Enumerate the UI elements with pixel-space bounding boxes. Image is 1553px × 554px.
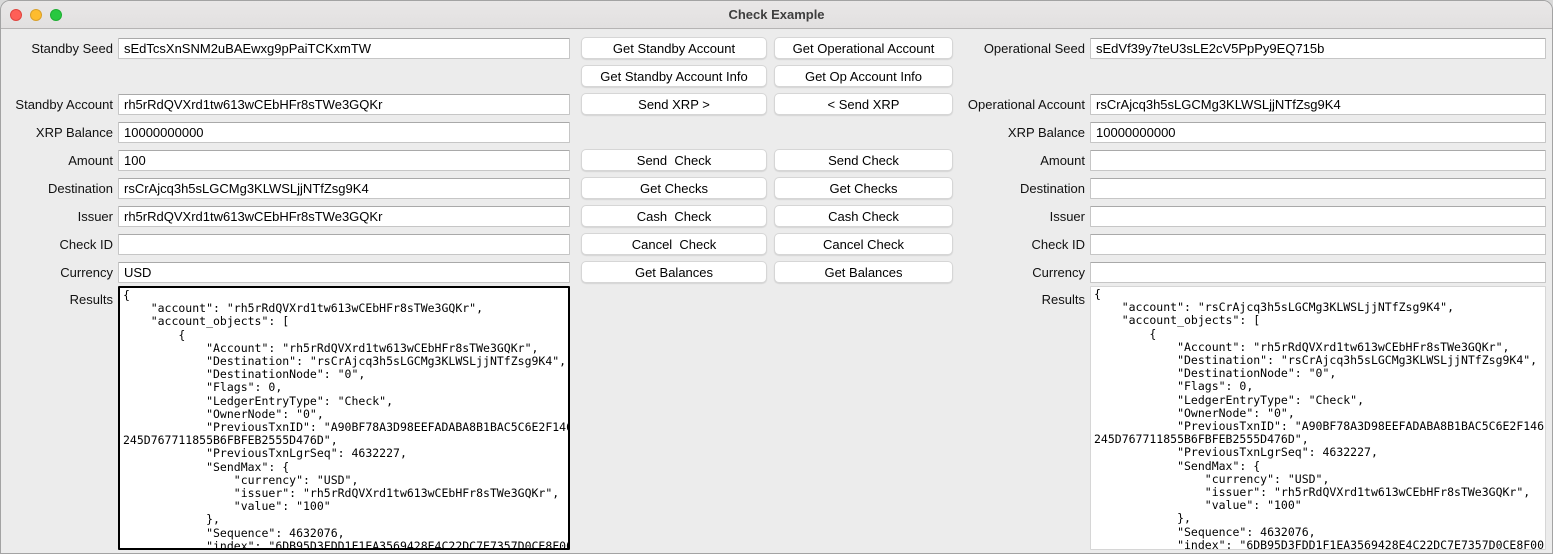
operational-cancel-check-button[interactable]: Cancel Check — [774, 233, 953, 255]
operational-results-label: Results — [1041, 292, 1085, 307]
operational-check-id-label: Check ID — [1031, 236, 1085, 252]
operational-get-balances-button[interactable]: Get Balances — [774, 261, 953, 283]
standby-amount-label: Amount — [68, 152, 113, 168]
operational-seed-label: Operational Seed — [983, 40, 1085, 56]
operational-amount-input[interactable] — [1090, 149, 1546, 171]
operational-xrp-balance-label: XRP Balance — [1007, 124, 1085, 140]
standby-results-textarea[interactable]: { "account": "rh5rRdQVXrd1tw613wCEbHFr8s… — [118, 286, 570, 550]
operational-currency-label: Currency — [1032, 264, 1085, 280]
window-title: Check Example — [728, 7, 825, 22]
get-standby-account-info-button[interactable]: Get Standby Account Info — [581, 65, 767, 87]
standby-issuer-input[interactable] — [118, 205, 570, 227]
zoom-button[interactable] — [50, 9, 62, 21]
standby-amount-input[interactable] — [118, 149, 570, 171]
operational-account-label: Operational Account — [967, 96, 1085, 112]
standby-get-balances-button[interactable]: Get Balances — [581, 261, 767, 283]
form-area: Standby Seed Get Standby Account Get Ope… — [1, 29, 1552, 553]
operational-cash-check-button[interactable]: Cash Check — [774, 205, 953, 227]
title-bar[interactable]: Check Example — [1, 1, 1552, 29]
minimize-button[interactable] — [30, 9, 42, 21]
standby-cancel-check-button[interactable]: Cancel Check — [581, 233, 767, 255]
standby-send-check-button[interactable]: Send Check — [581, 149, 767, 171]
standby-issuer-label: Issuer — [77, 208, 113, 224]
standby-cash-check-button[interactable]: Cash Check — [581, 205, 767, 227]
standby-seed-label: Standby Seed — [31, 40, 113, 56]
standby-xrp-balance-input[interactable] — [118, 121, 570, 143]
operational-seed-input[interactable] — [1090, 37, 1546, 59]
operational-amount-label: Amount — [1040, 152, 1085, 168]
operational-destination-input[interactable] — [1090, 177, 1546, 199]
standby-results-label: Results — [69, 292, 113, 307]
standby-seed-input[interactable] — [118, 37, 570, 59]
operational-check-id-input[interactable] — [1090, 233, 1546, 255]
standby-get-checks-button[interactable]: Get Checks — [581, 177, 767, 199]
operational-get-checks-button[interactable]: Get Checks — [774, 177, 953, 199]
standby-xrp-balance-label: XRP Balance — [35, 124, 113, 140]
get-op-account-info-button[interactable]: Get Op Account Info — [774, 65, 953, 87]
traffic-lights — [10, 1, 62, 29]
operational-send-check-button[interactable]: Send Check — [774, 149, 953, 171]
operational-account-input[interactable] — [1090, 93, 1546, 115]
standby-account-input[interactable] — [118, 93, 570, 115]
send-xrp-right-button[interactable]: Send XRP > — [581, 93, 767, 115]
standby-destination-input[interactable] — [118, 177, 570, 199]
standby-destination-label: Destination — [47, 180, 113, 196]
operational-xrp-balance-input[interactable] — [1090, 121, 1546, 143]
get-standby-account-button[interactable]: Get Standby Account — [581, 37, 767, 59]
standby-account-label: Standby Account — [15, 96, 113, 112]
operational-results-textarea[interactable]: { "account": "rsCrAjcq3h5sLGCMg3KLWSLjjN… — [1090, 286, 1546, 550]
operational-destination-label: Destination — [1019, 180, 1085, 196]
standby-currency-input[interactable] — [118, 261, 570, 283]
standby-currency-label: Currency — [60, 264, 113, 280]
operational-issuer-label: Issuer — [1049, 208, 1085, 224]
close-button[interactable] — [10, 9, 22, 21]
standby-check-id-input[interactable] — [118, 233, 570, 255]
standby-check-id-label: Check ID — [59, 236, 113, 252]
operational-issuer-input[interactable] — [1090, 205, 1546, 227]
operational-currency-input[interactable] — [1090, 261, 1546, 283]
send-xrp-left-button[interactable]: < Send XRP — [774, 93, 953, 115]
get-operational-account-button[interactable]: Get Operational Account — [774, 37, 953, 59]
